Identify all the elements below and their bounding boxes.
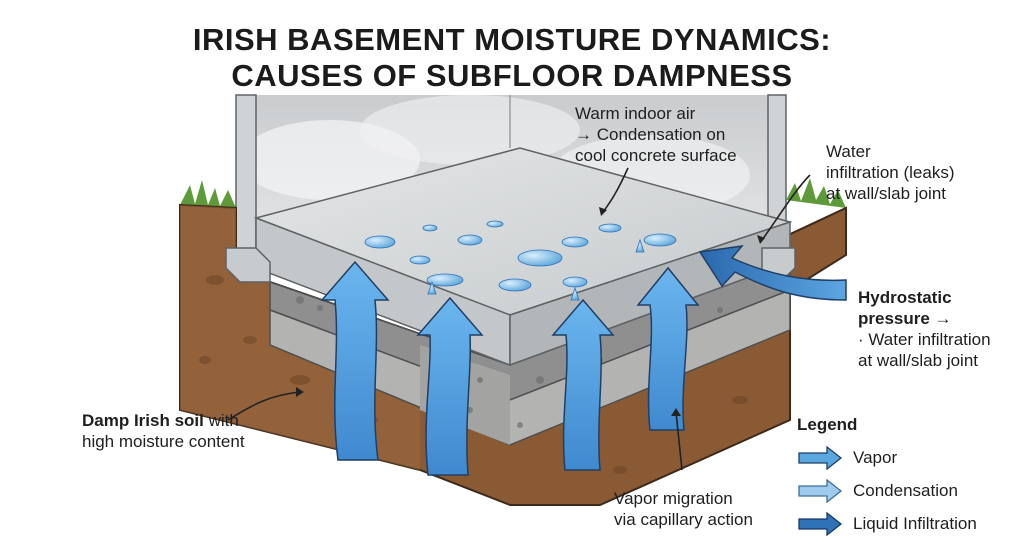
legend-item-vapor: Vapor [797, 441, 1012, 474]
soil-callout-rest: with [203, 411, 239, 430]
vapor-arrow [636, 266, 700, 431]
soil-callout-line-1: Damp Irish soil with [82, 410, 245, 431]
legend-item-liquid-infiltration: Liquid Infiltration [797, 507, 1012, 540]
grass-tufts [180, 178, 846, 208]
hydrostatic-line: at wall/slab joint [858, 351, 979, 370]
title-line-1: IRISH BASEMENT MOISTURE DYNAMICS: [192, 22, 832, 57]
liquid-arrow-icon [798, 511, 843, 536]
condensation-droplets [364, 220, 677, 301]
legend-item-condensation: Condensation [797, 474, 1012, 507]
condensation-callout-line: → Condensation on [575, 125, 726, 144]
hydrostatic-callout: Hydrostatic pressure → · Water infiltrat… [858, 287, 991, 371]
condensation-callout-line: Warm indoor air [575, 104, 696, 123]
condensation-callout-line: cool concrete surface [575, 146, 737, 165]
vapor-arrow [416, 296, 484, 476]
condensation-arrow-icon [798, 478, 843, 503]
vapor-arrow [320, 260, 390, 461]
capillary-callout: Vapor migration via capillary action [614, 488, 753, 530]
soil-callout-bold: Damp Irish soil [82, 411, 204, 430]
leaks-callout-line: infiltration (leaks) [826, 163, 955, 182]
legend-label: Vapor [853, 447, 898, 467]
soil-callout-line-2: high moisture content [82, 432, 245, 451]
callout-leader-lines [227, 167, 811, 471]
hydrostatic-line: · Water infiltration [858, 330, 991, 349]
legend-title: Legend [797, 415, 858, 434]
capillary-callout-line: Vapor migration [614, 489, 733, 508]
legend-label: Condensation [853, 480, 958, 500]
vapor-arrow [551, 298, 615, 471]
leaks-callout: Water infiltration (leaks) at wall/slab … [826, 141, 955, 204]
legend: Legend Vapor Condensation Liquid Infiltr… [797, 415, 1012, 540]
leaks-callout-line: at wall/slab joint [826, 184, 947, 203]
liquid-infiltration-arrow [698, 244, 847, 301]
capillary-callout-line: via capillary action [614, 510, 753, 529]
legend-label: Liquid Infiltration [853, 513, 977, 533]
callout-arrowheads [296, 207, 765, 416]
vapor-arrow-icon [798, 445, 843, 470]
hydrostatic-heading: pressure → [858, 309, 952, 328]
title-line-2: CAUSES OF SUBFLOOR DAMPNESS [231, 58, 793, 93]
condensation-callout: Warm indoor air → Condensation on cool c… [575, 103, 737, 166]
hydrostatic-heading: Hydrostatic [858, 288, 952, 307]
leaks-callout-line: Water [826, 142, 871, 161]
soil-callout: Damp Irish soil with high moisture conte… [82, 410, 245, 452]
vapor-arrows [320, 260, 700, 476]
diagram-title: IRISH BASEMENT MOISTURE DYNAMICS: CAUSES… [0, 22, 1024, 94]
